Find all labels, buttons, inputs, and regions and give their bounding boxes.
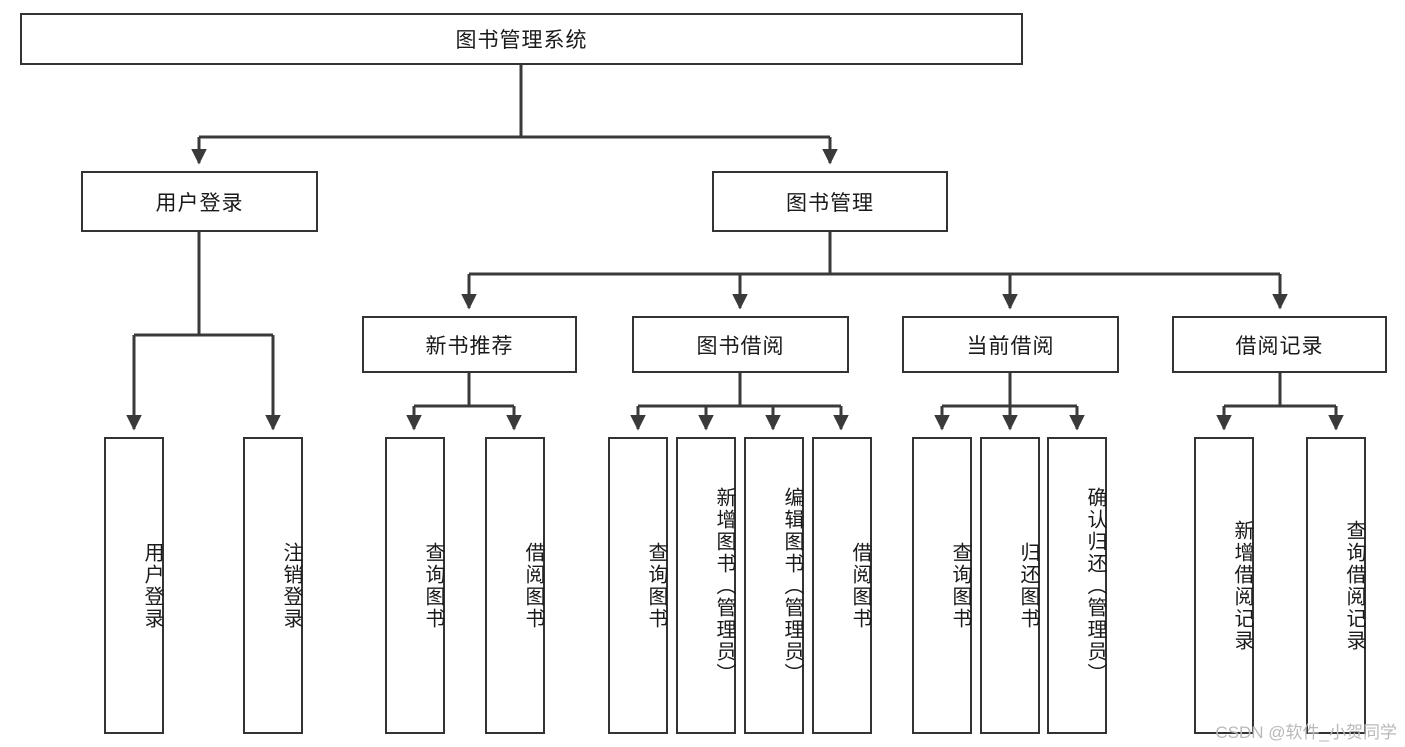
node-leaf-query-book-2[interactable]: 查询图书 (608, 437, 668, 734)
node-root-label: 图书管理系统 (455, 29, 588, 52)
node-leaf-add-record[interactable]: 新增借阅记录 (1194, 437, 1254, 734)
node-leaf-borrow-book-2-label: 借阅图书 (849, 541, 871, 630)
node-leaf-add-book-label: 新增图书（管理员） (713, 486, 735, 685)
node-leaf-confirm-return-label: 确认归还（管理员） (1084, 486, 1106, 685)
node-leaf-query-book-2-label: 查询图书 (645, 541, 667, 630)
node-leaf-borrow-book-2[interactable]: 借阅图书 (812, 437, 872, 734)
node-leaf-query-book-1[interactable]: 查询图书 (385, 437, 445, 734)
node-leaf-query-book-3[interactable]: 查询图书 (912, 437, 972, 734)
node-book-manage-label: 图书管理 (786, 191, 874, 215)
node-leaf-return-book-label: 归还图书 (1017, 541, 1039, 630)
node-user-login[interactable]: 用户登录 (81, 171, 318, 232)
node-leaf-return-book[interactable]: 归还图书 (980, 437, 1040, 734)
node-leaf-borrow-book-1-label: 借阅图书 (522, 541, 544, 630)
node-new-book-rec[interactable]: 新书推荐 (362, 316, 577, 373)
node-borrow-record-label: 借阅记录 (1235, 334, 1324, 358)
node-new-book-rec-label: 新书推荐 (425, 334, 514, 358)
node-current-borrow[interactable]: 当前借阅 (902, 316, 1119, 373)
node-leaf-add-book[interactable]: 新增图书（管理员） (676, 437, 736, 734)
node-leaf-query-record-label: 查询借阅记录 (1343, 519, 1365, 652)
node-leaf-query-book-1-label: 查询图书 (422, 541, 444, 630)
node-user-login-label: 用户登录 (155, 191, 244, 215)
node-leaf-borrow-book-1[interactable]: 借阅图书 (485, 437, 545, 734)
node-leaf-confirm-return[interactable]: 确认归还（管理员） (1047, 437, 1107, 734)
csdn-watermark: CSDN @软件_小贺同学 (1215, 723, 1397, 742)
node-leaf-logout[interactable]: 注销登录 (243, 437, 303, 734)
node-leaf-query-book-3-label: 查询图书 (949, 541, 971, 630)
node-borrow-record[interactable]: 借阅记录 (1172, 316, 1387, 373)
node-leaf-logout-label: 注销登录 (280, 541, 302, 630)
node-book-borrow-label: 图书借阅 (696, 334, 785, 358)
node-leaf-edit-book[interactable]: 编辑图书（管理员） (744, 437, 804, 734)
node-leaf-add-record-label: 新增借阅记录 (1231, 519, 1253, 652)
node-leaf-user-login[interactable]: 用户登录 (104, 437, 164, 734)
node-book-manage[interactable]: 图书管理 (712, 171, 948, 232)
node-current-borrow-label: 当前借阅 (966, 334, 1055, 358)
node-leaf-user-login-label: 用户登录 (141, 541, 163, 630)
node-leaf-edit-book-label: 编辑图书（管理员） (781, 486, 803, 685)
node-book-borrow[interactable]: 图书借阅 (632, 316, 849, 373)
node-root[interactable]: 图书管理系统 (20, 13, 1023, 65)
node-leaf-query-record[interactable]: 查询借阅记录 (1306, 437, 1366, 734)
